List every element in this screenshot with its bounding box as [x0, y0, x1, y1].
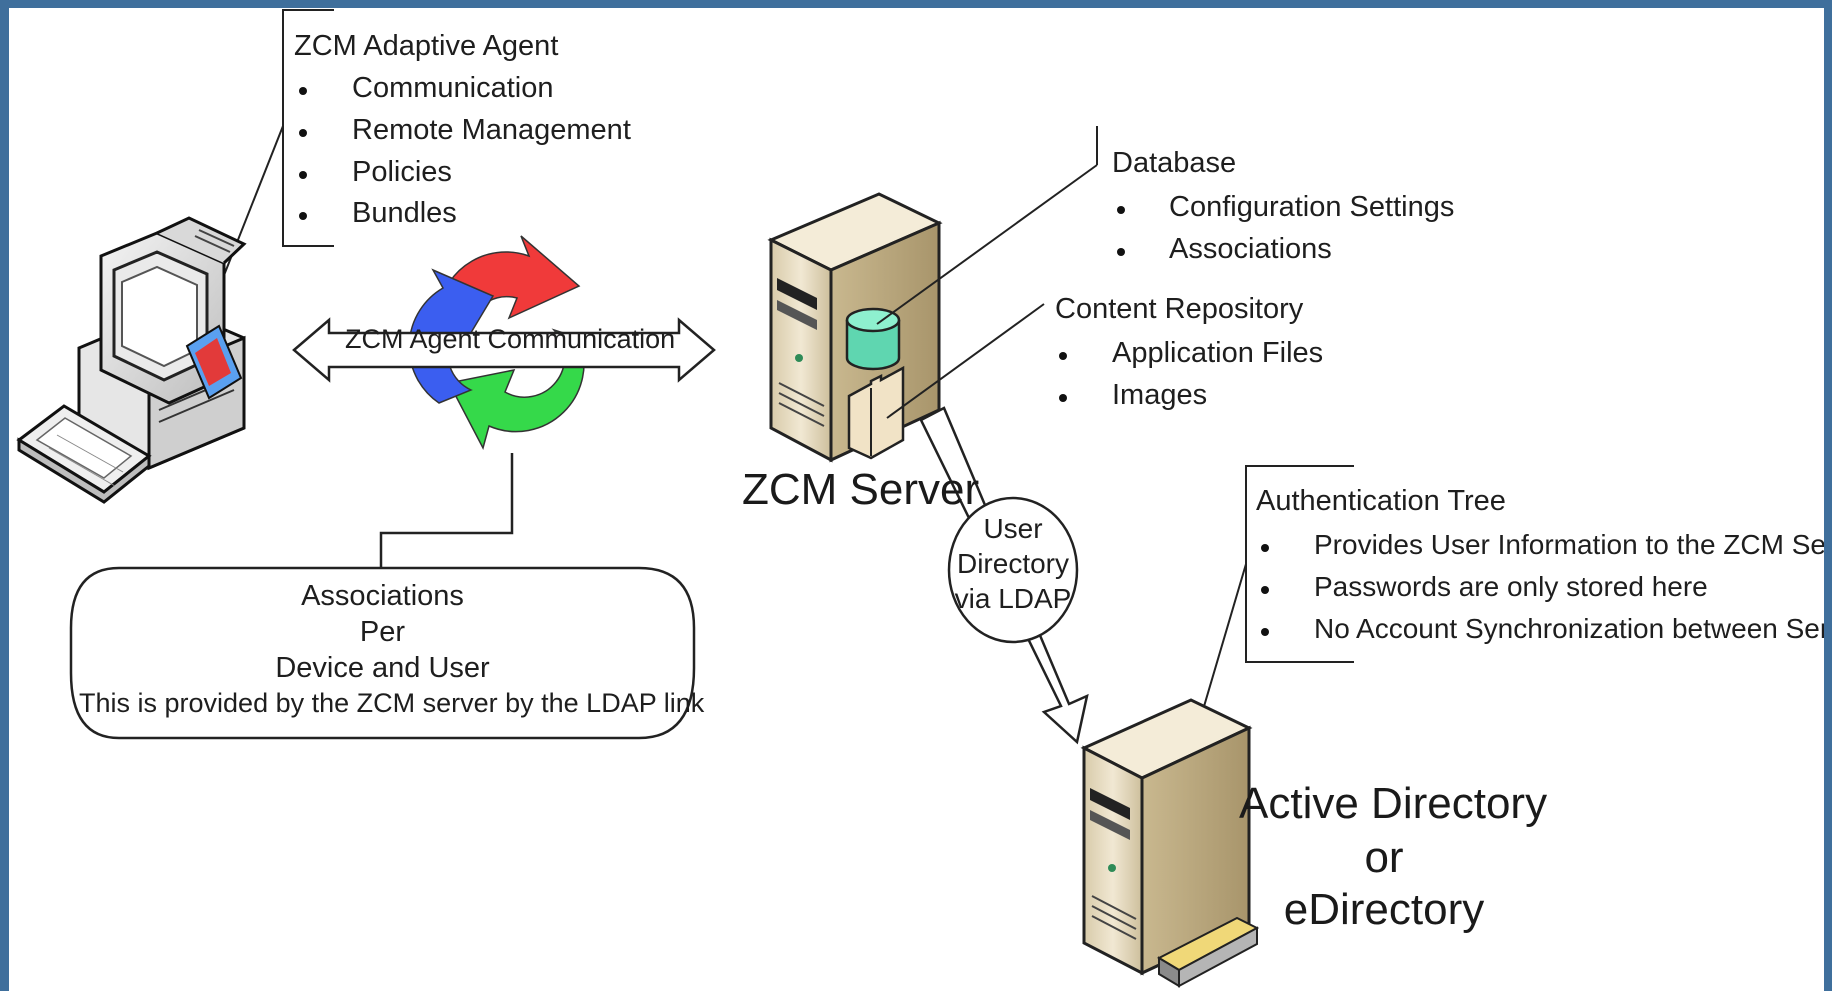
agent-callout-title: ZCM Adaptive Agent [294, 30, 559, 62]
associations-line-2: Per [359, 616, 406, 648]
bullet [1059, 394, 1067, 402]
agent-callout-bracket [214, 9, 334, 299]
agent-item-bundles: Bundles [352, 197, 457, 229]
bullet [1117, 206, 1125, 214]
agent-item-communication: Communication [352, 72, 554, 104]
auth-item-passwords: Passwords are only stored here [1314, 571, 1708, 602]
diagram-canvas: ZCM Adaptive Agent Communication Remote … [9, 8, 1824, 991]
ldap-line-2: Directory [956, 548, 1069, 579]
bullet [1117, 248, 1125, 256]
zcm-server-icon [767, 192, 943, 463]
bullet [1261, 544, 1269, 552]
agent-communication-label: ZCM Agent Communication [345, 324, 676, 354]
workstation-computer-icon [16, 216, 247, 504]
content-folder-icon [847, 365, 905, 460]
directory-label-line-2: or [1364, 833, 1404, 882]
bullet [299, 87, 307, 95]
directory-label-line-3: eDirectory [1283, 885, 1485, 934]
diagram-graphics [16, 9, 1354, 988]
directory-server-icon [1080, 698, 1260, 988]
bullet [1261, 628, 1269, 636]
agent-item-policies: Policies [352, 156, 452, 188]
directory-label-line-1: Active Directory [1239, 779, 1548, 828]
bullet [299, 171, 307, 179]
bullet [1261, 586, 1269, 594]
ldap-ellipse [947, 496, 1079, 644]
content-item-images: Images [1112, 379, 1208, 411]
zcm-server-label: ZCM Server [742, 465, 980, 514]
content-callout-title: Content Repository [1055, 293, 1304, 325]
database-callout-bracket [876, 126, 1098, 325]
agent-item-remote-management: Remote Management [352, 114, 631, 146]
database-cylinder-icon [845, 307, 901, 371]
auth-callout-title: Authentication Tree [1256, 485, 1506, 517]
auth-item-provides-user-info: Provides User Information to the ZCM Ser… [1314, 529, 1824, 560]
auth-item-no-sync: No Account Synchronization between Serve… [1314, 613, 1824, 644]
associations-line-3: Device and User [275, 652, 490, 684]
associations-box-outline [69, 566, 696, 740]
bullet [299, 212, 307, 220]
database-item-associations: Associations [1169, 233, 1332, 265]
associations-line-1: Associations [301, 580, 464, 612]
ldap-line-1: User [983, 513, 1043, 544]
agent-communication-arrow [292, 317, 716, 383]
database-callout-title: Database [1112, 147, 1237, 179]
database-item-configuration: Configuration Settings [1169, 191, 1455, 223]
bullet [299, 129, 307, 137]
associations-connector [379, 453, 514, 568]
content-callout-bracket [886, 303, 1045, 419]
ldap-line-3: via LDAP [954, 583, 1072, 614]
content-item-application-files: Application Files [1112, 337, 1324, 369]
associations-line-4: This is provided by the ZCM server by th… [79, 688, 705, 718]
bullet [1059, 352, 1067, 360]
